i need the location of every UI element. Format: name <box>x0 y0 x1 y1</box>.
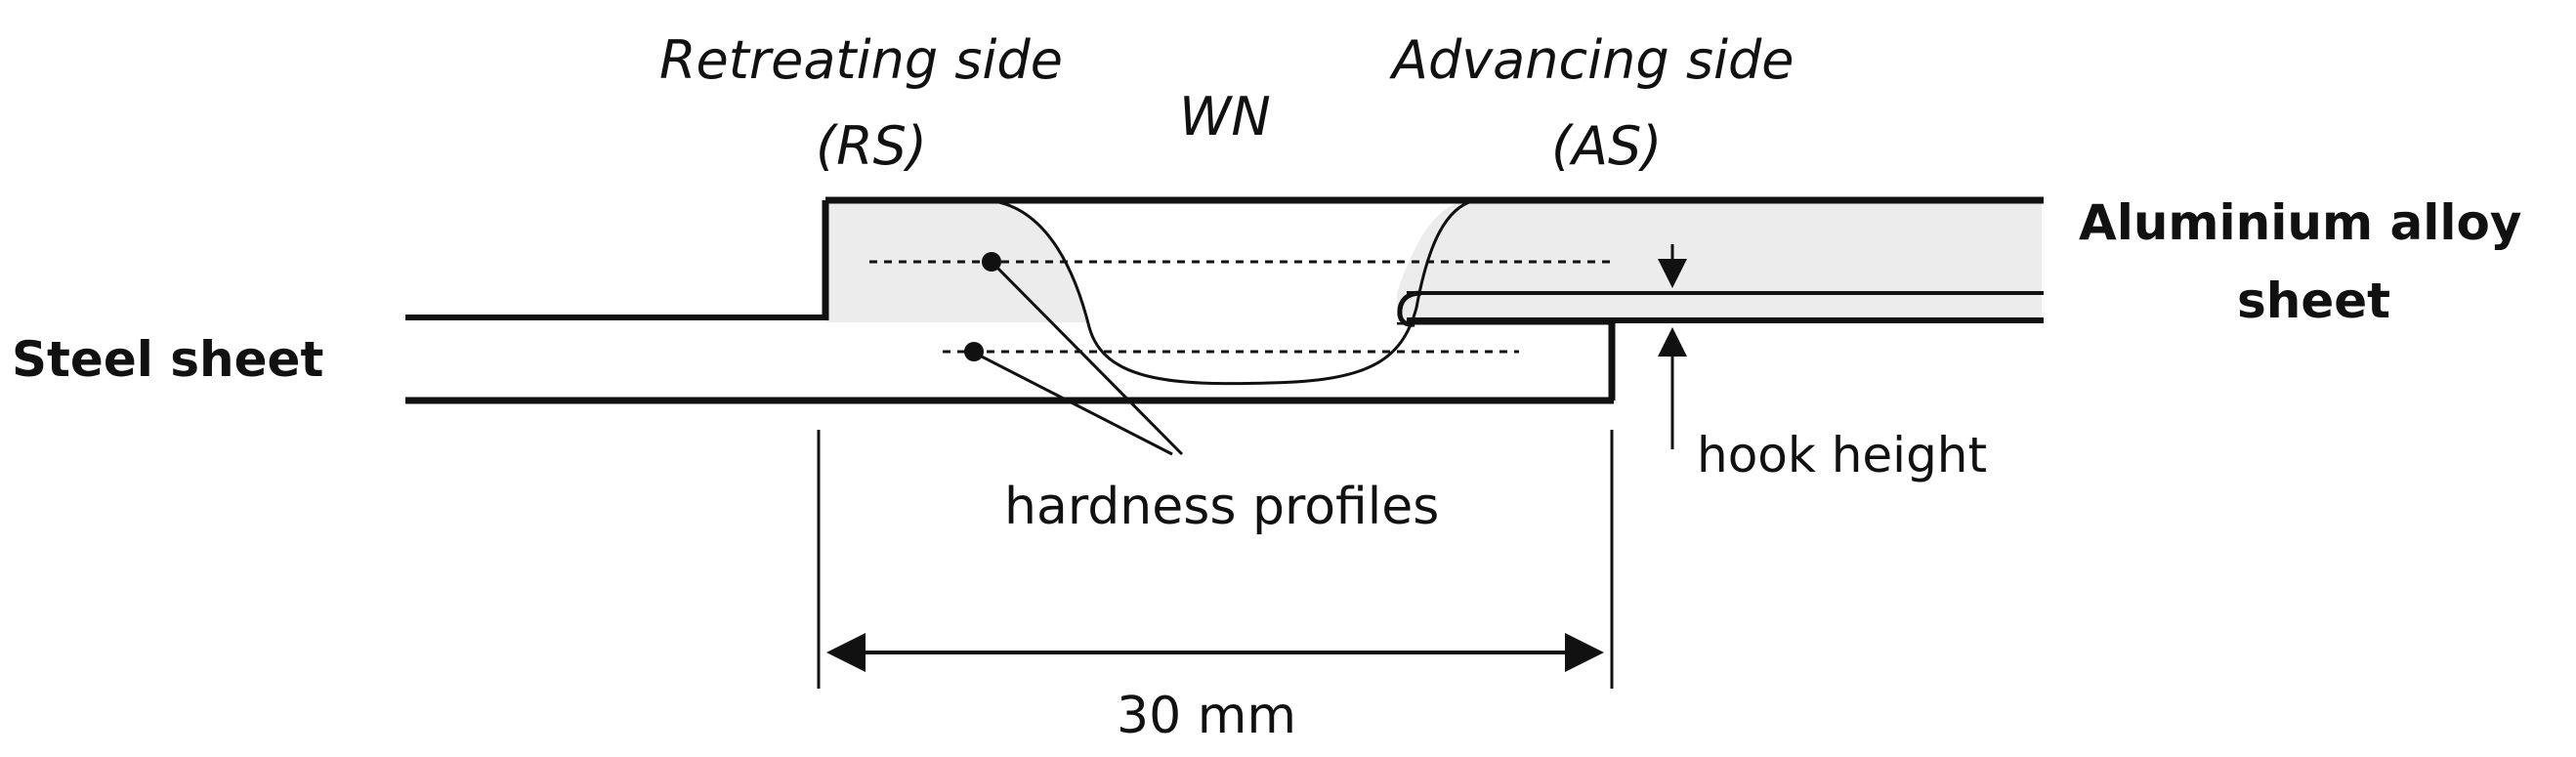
label-aluminium-line2: sheet <box>2237 273 2390 329</box>
steel-sheet-shape <box>405 317 1612 400</box>
label-dimension-30mm: 30 mm <box>1117 687 1296 745</box>
aluminium-sheet-right-shape <box>1397 200 2042 322</box>
hook-tip <box>1397 290 1422 327</box>
label-rs: (RS) <box>816 115 927 177</box>
label-as: (AS) <box>1551 115 1662 177</box>
hardness-leader-lower <box>975 352 1173 456</box>
label-aluminium-line1: Aluminium alloy <box>2079 194 2521 251</box>
label-advancing-side: Advancing side <box>1389 29 1795 91</box>
weld-nugget-boundary <box>986 198 1476 386</box>
label-retreating-side: Retreating side <box>659 29 1063 91</box>
hardness-profile-dot-lower <box>964 342 984 361</box>
label-hook-height: hook height <box>1697 427 1987 484</box>
label-wn: WN <box>1179 86 1271 147</box>
label-hardness-profiles: hardness profiles <box>1004 478 1439 536</box>
hardness-leader-upper <box>992 262 1184 456</box>
label-steel-sheet: Steel sheet <box>12 331 323 388</box>
